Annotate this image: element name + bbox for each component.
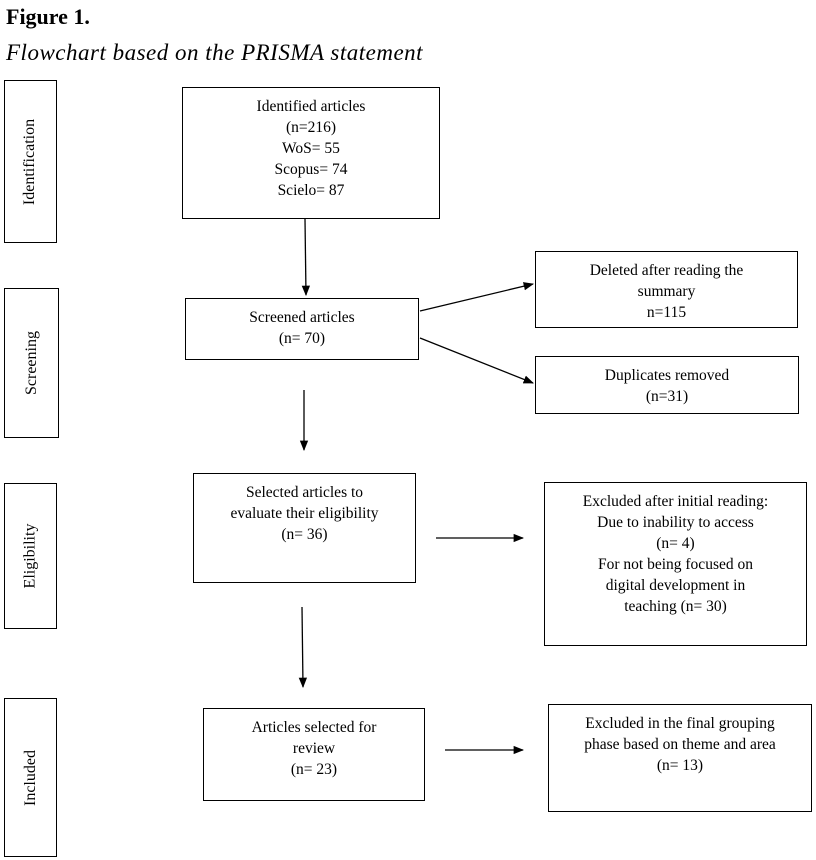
identified-line-3: WoS= 55: [282, 140, 340, 157]
excluded-initial-box: Excluded after initial reading: Due to i…: [544, 482, 807, 646]
duplicates-removed-box: Duplicates removed (n=31): [535, 356, 799, 414]
arrow-screened-to-deleted: [419, 282, 535, 312]
excluded-final-line-3: (n= 13): [656, 757, 704, 774]
eligibility-line-2: evaluate their eligibility: [230, 505, 379, 522]
stage-identification: Identification: [4, 80, 57, 243]
duplicates-line-2: (n=31): [645, 388, 689, 405]
selected-review-line-2: review: [292, 740, 336, 757]
excluded-final-box: Excluded in the final grouping phase bas…: [548, 704, 812, 812]
selected-review-box: Articles selected for review (n= 23): [203, 708, 425, 801]
selected-review-line-1: Articles selected for: [251, 719, 377, 736]
eligibility-line-3: (n= 36): [281, 526, 328, 543]
stage-eligibility: Eligibility: [4, 483, 57, 629]
arrow-identified-to-screened: [301, 218, 311, 297]
stage-included: Included: [4, 698, 57, 857]
identified-articles-box: Identified articles (n=216) WoS= 55 Scop…: [182, 87, 440, 219]
deleted-summary-box: Deleted after reading the summary n=115: [535, 251, 798, 328]
arrow-screened-to-duplicates: [419, 337, 534, 384]
identified-line-5: Scielo= 87: [277, 182, 345, 199]
excluded-initial-line-2: Due to inability to access: [597, 514, 754, 531]
excluded-initial-line-4: For not being focused on: [598, 556, 753, 573]
screened-line-2: (n= 70): [278, 330, 326, 347]
deleted-line-1: Deleted after reading the: [589, 262, 744, 279]
figure-label: Figure 1.: [6, 4, 90, 29]
screened-articles-box: Screened articles (n= 70): [185, 298, 419, 360]
eligibility-line-1: Selected articles to: [245, 484, 364, 501]
identified-line-1: Identified articles: [256, 98, 366, 115]
deleted-line-3: n=115: [646, 304, 687, 321]
excluded-initial-line-1: Excluded after initial reading:: [582, 493, 769, 510]
selected-review-line-3: (n= 23): [290, 761, 338, 778]
deleted-line-2: summary: [637, 283, 696, 300]
identified-line-4: Scopus= 74: [274, 161, 348, 178]
arrow-eligibility-to-selected-review: [298, 606, 308, 689]
excluded-final-line-1: Excluded in the final grouping: [585, 715, 775, 732]
excluded-initial-line-3: (n= 4): [656, 535, 695, 552]
excluded-final-line-2: phase based on theme and area: [584, 736, 776, 753]
excluded-initial-line-6: teaching (n= 30): [624, 598, 727, 615]
identified-line-2: (n=216): [285, 119, 337, 136]
duplicates-line-1: Duplicates removed: [604, 367, 730, 384]
stage-screening: Screening: [4, 288, 59, 438]
eligibility-box: Selected articles to evaluate their elig…: [193, 473, 416, 583]
screened-line-1: Screened articles: [249, 309, 355, 326]
excluded-initial-line-5: digital development in: [605, 577, 746, 594]
figure-title: Flowchart based on the PRISMA statement: [6, 40, 424, 65]
